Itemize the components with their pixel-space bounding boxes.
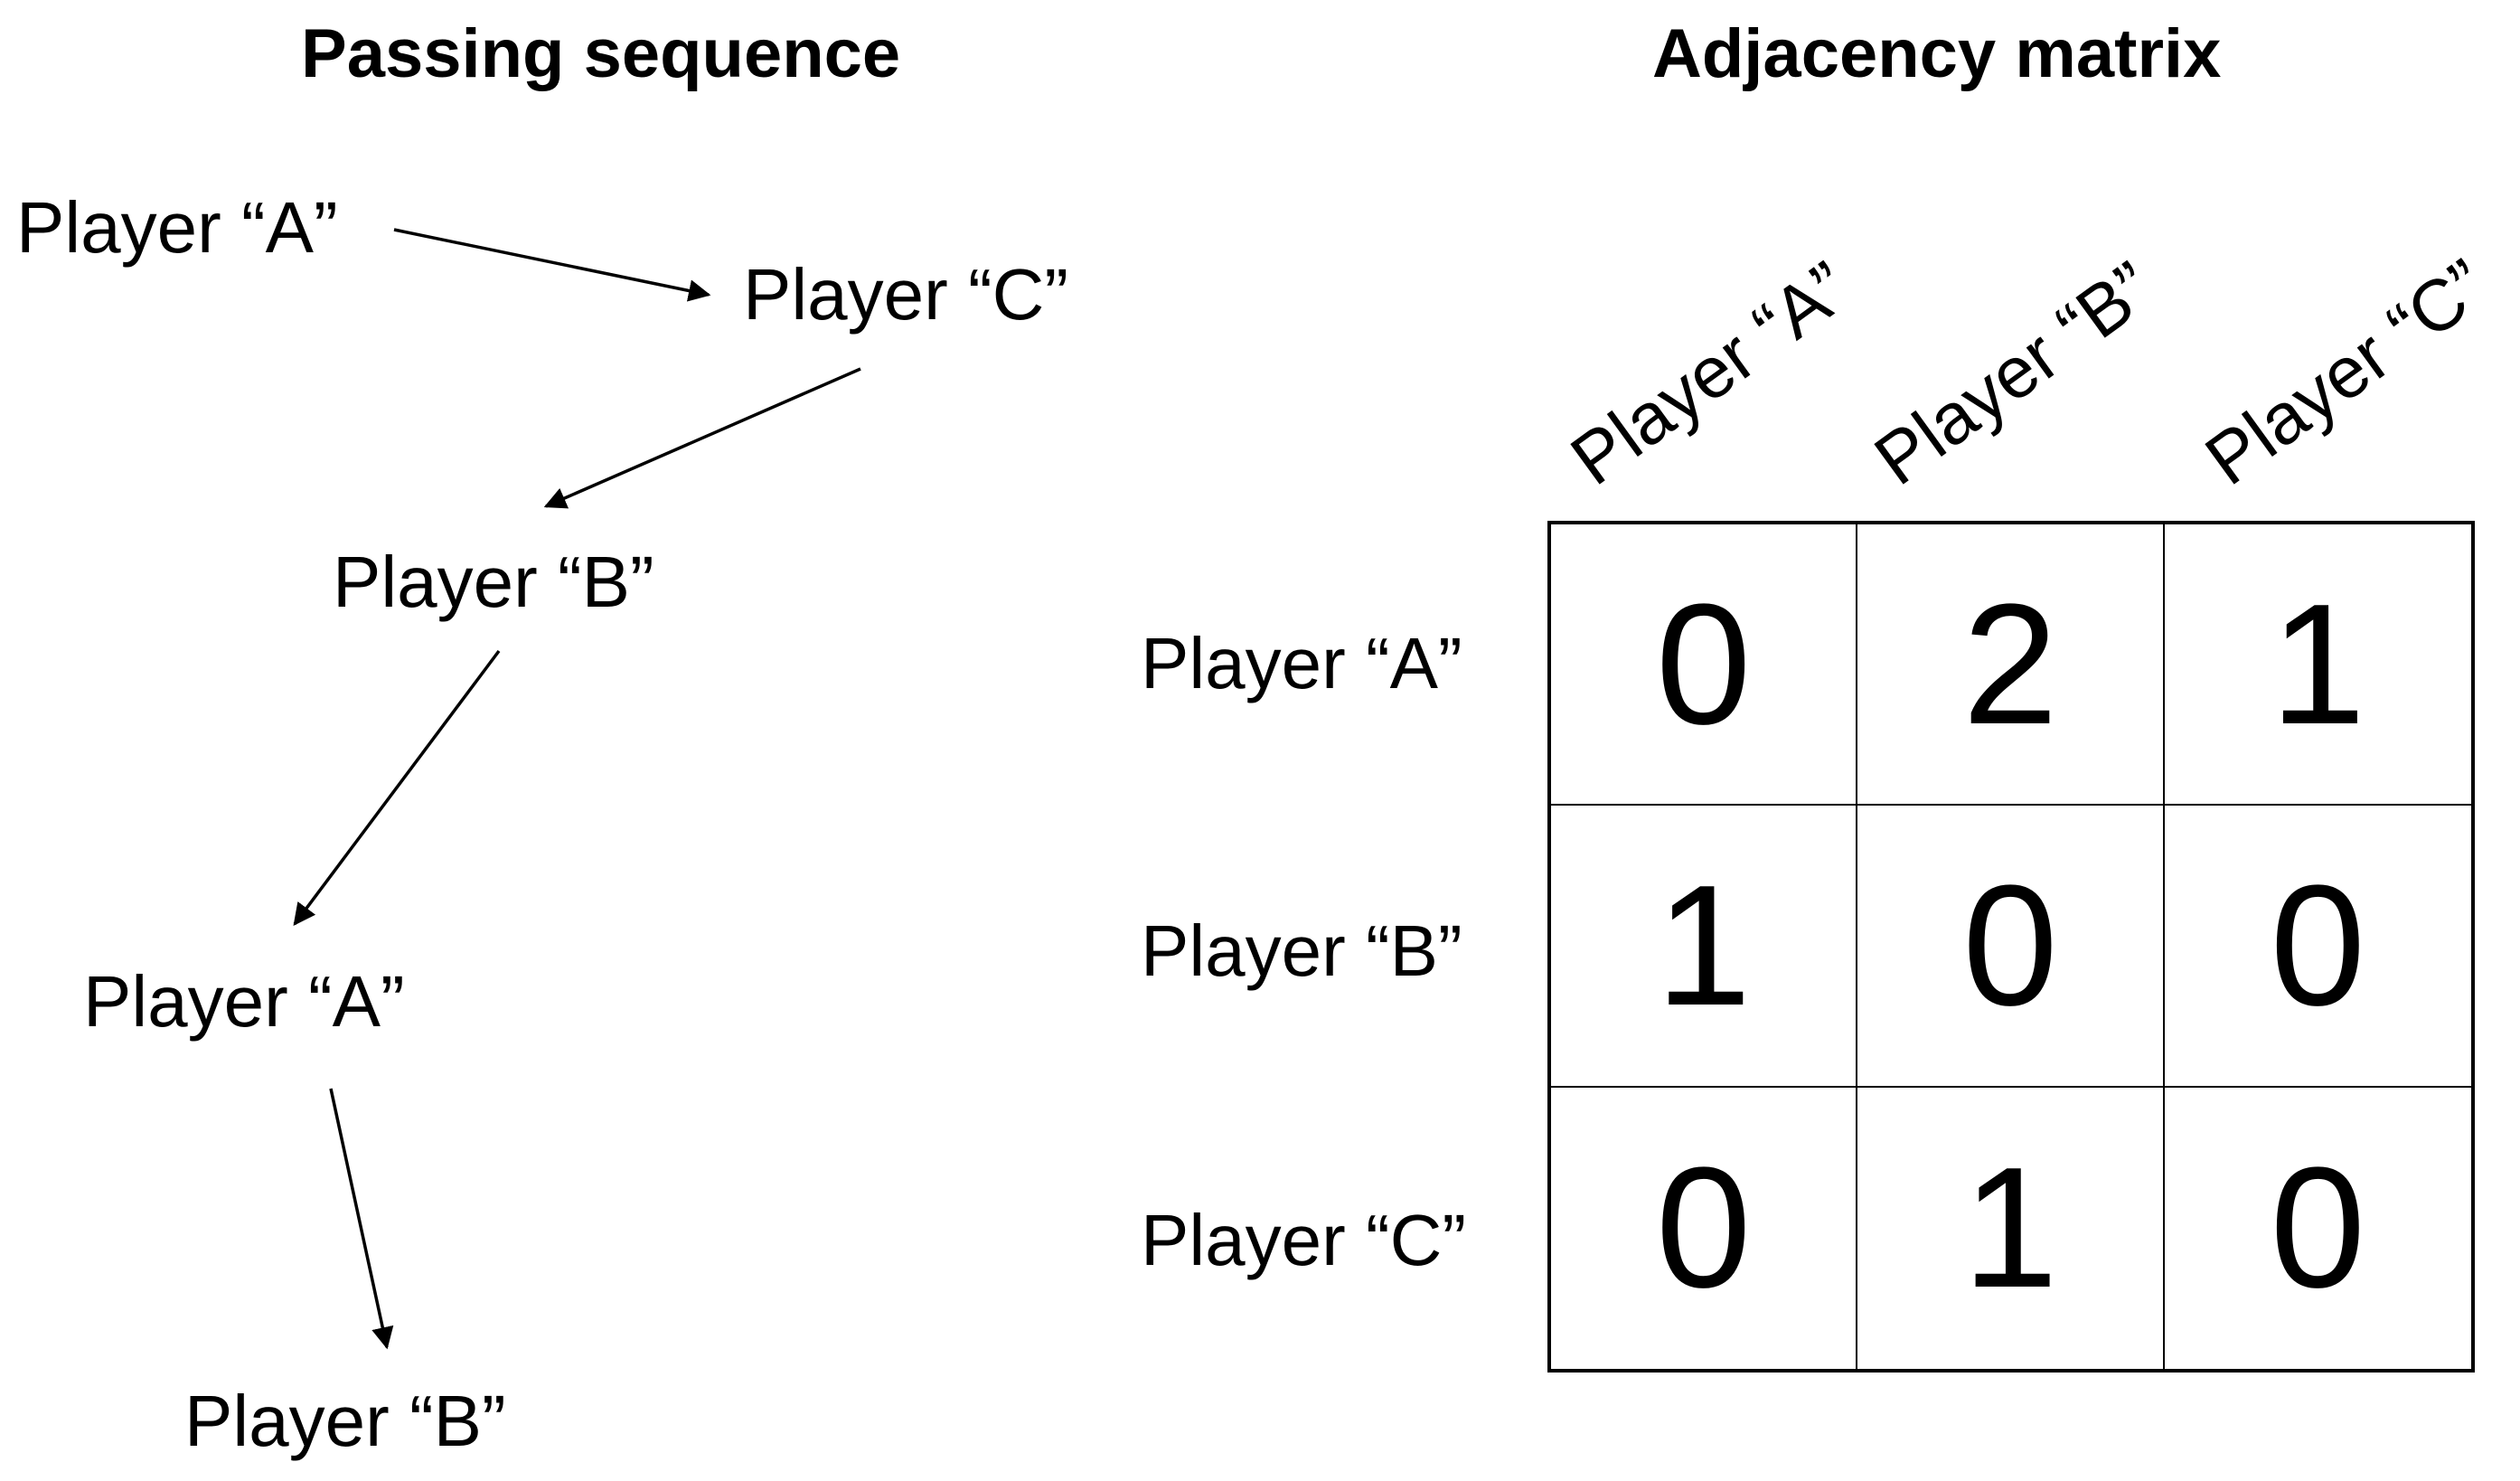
pass-arrow-a-to-b	[329, 1088, 394, 1350]
row-label-a: Player “A”	[1141, 623, 1462, 703]
sequence-node-2: Player “C”	[743, 254, 1069, 335]
matrix-cell-b-c: 0	[2164, 806, 2471, 1088]
pass-arrow-b-to-a	[293, 649, 501, 926]
adjacency-matrix-grid: 0 2 1 1 0 0 0 1 0	[1547, 521, 2475, 1373]
matrix-cell-a-c: 1	[2164, 524, 2471, 807]
matrix-cell-b-b: 0	[1857, 806, 2165, 1088]
sequence-node-1: Player “A”	[16, 187, 338, 268]
matrix-cell-a-b: 2	[1857, 524, 2165, 807]
matrix-cell-a-a: 0	[1551, 524, 1858, 807]
sequence-node-4: Player “A”	[83, 961, 405, 1042]
matrix-cell-c-b: 1	[1857, 1087, 2165, 1369]
pass-arrow-a-to-c	[393, 228, 711, 302]
adjacency-matrix-title: Adjacency matrix	[1652, 15, 2222, 92]
matrix-cell-c-a: 0	[1551, 1087, 1858, 1369]
matrix-cell-b-a: 1	[1551, 806, 1858, 1088]
sequence-node-5: Player “B”	[184, 1381, 506, 1461]
pass-arrow-c-to-b	[543, 367, 861, 509]
passing-sequence-title: Passing sequence	[301, 15, 901, 92]
row-label-b: Player “B”	[1141, 910, 1462, 991]
matrix-cell-c-c: 0	[2270, 1132, 2366, 1325]
sequence-node-3: Player “B”	[333, 542, 654, 622]
row-label-c: Player “C”	[1141, 1200, 1467, 1280]
